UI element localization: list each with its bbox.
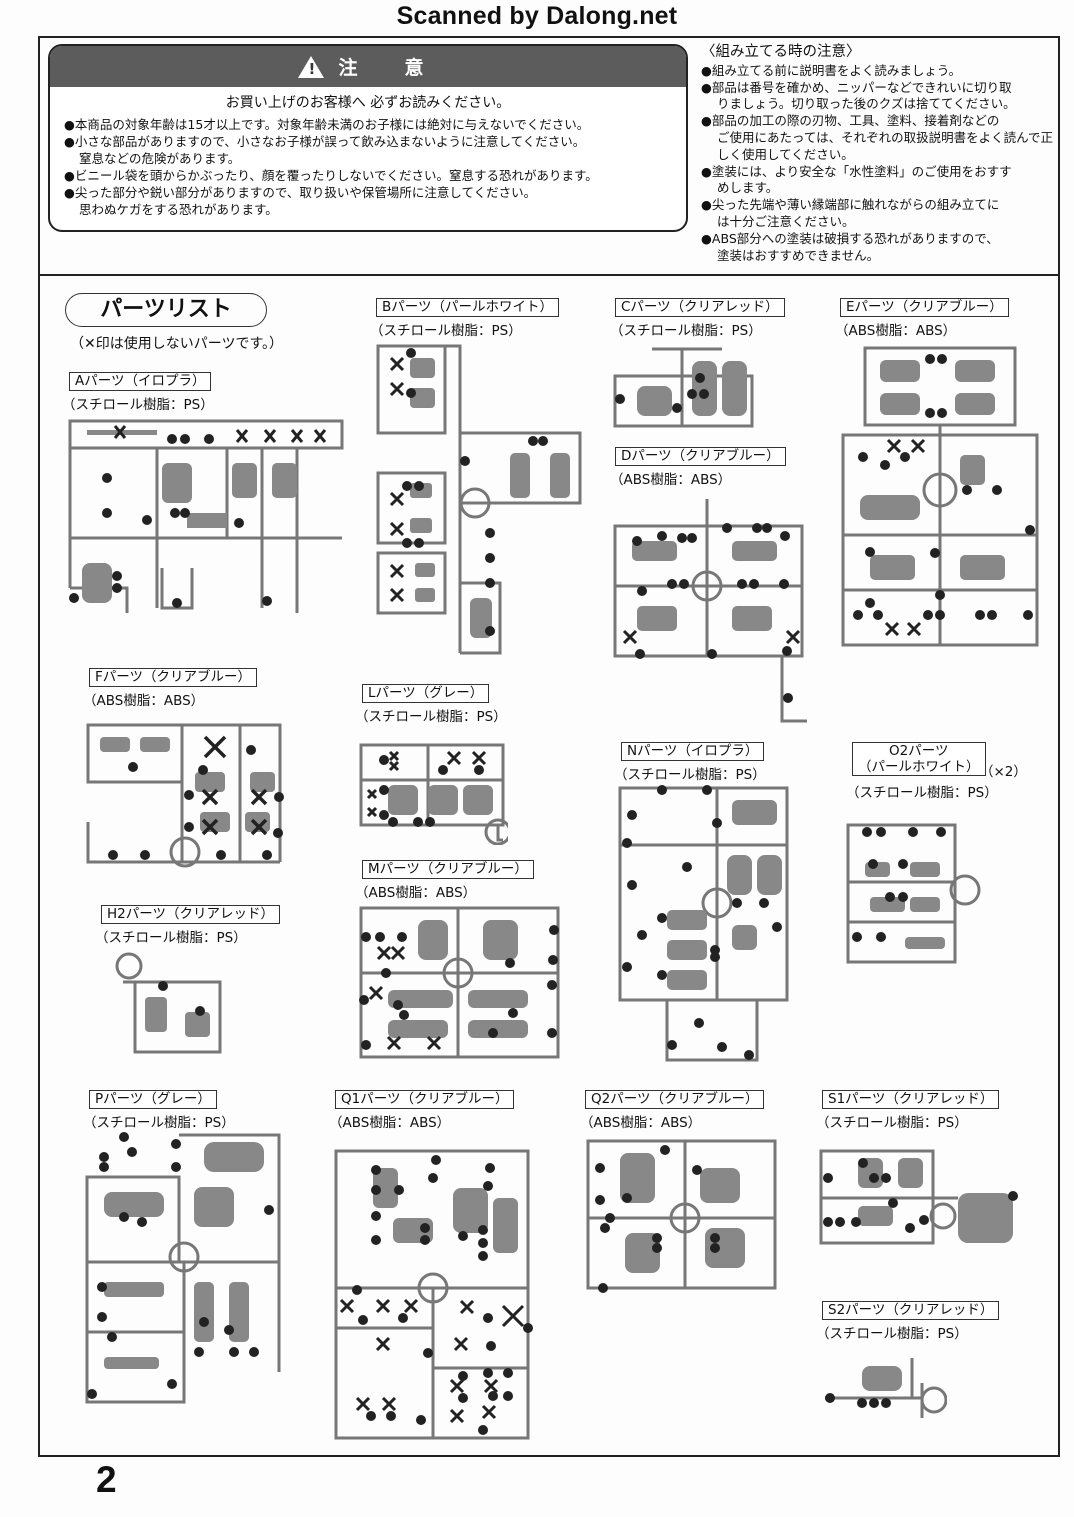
caution-box: 注 意 お買い上げのお客様へ 必ずお読みください。 ●本商品の対象年齢は15才以…: [48, 44, 688, 232]
page-frame: [38, 36, 1060, 1457]
sprue-multiplier-o2: （×2）: [980, 764, 1027, 780]
sprue-diagram-o2: [845, 822, 1000, 972]
note-item: ●部品の加工の際の刃物、工具、塗料、接着剤などのご使用にあたっては、それぞれの取…: [701, 113, 1053, 163]
assembly-notes-heading: 〈組み立てる時の注意〉: [701, 44, 861, 60]
sprue-label-q2: Q2パーツ（クリアブルー）: [585, 1090, 765, 1109]
note-item: ●尖った先端や薄い縁端部に触れながらの組み立てには十分ご注意ください。: [701, 197, 1053, 231]
note-item: ●ABS部分への塗装は破損する恐れがありますので、塗装はおすすめできません。: [701, 231, 1053, 265]
sprue-material-l: （スチロール樹脂：PS）: [355, 709, 507, 725]
sprue-label-e: Eパーツ（クリアブルー）: [840, 298, 1009, 317]
note-text: ●組み立てる前に説明書をよく読みましょう。: [701, 62, 962, 78]
caution-subtitle: お買い上げのお客様へ 必ずお読みください。: [225, 95, 511, 111]
sprue-diagram-a: [67, 418, 347, 618]
sprue-material-f: （ABS樹脂：ABS）: [83, 693, 205, 709]
sprue-label-o2-line2: （パールホワイト）: [858, 759, 980, 775]
note-text-cont: ご使用にあたっては、それぞれの取扱説明書をよく読んで正しく使用してください。: [717, 129, 1054, 162]
assembly-notes: 〈組み立てる時の注意〉 ●組み立てる前に説明書をよく読みましょう。 ●部品は番号…: [701, 44, 1053, 264]
note-text-cont: めします。: [717, 180, 779, 196]
sprue-label-a: Aパーツ（イロプラ）: [69, 372, 212, 391]
note-item: ●塗装には、より安全な「水性塗料」のご使用をおすすめします。: [701, 164, 1053, 198]
sprue-diagram-e: [840, 345, 1040, 650]
parts-list-title: パーツリスト: [65, 293, 267, 327]
caution-text: ●小さな部品がありますので、小さなお子様が誤って飲み込まないように注意してくださ…: [64, 134, 586, 149]
sprue-material-h2: （スチロール樹脂：PS）: [95, 930, 247, 946]
note-text: ●尖った先端や薄い縁端部に触れながらの組み立てに: [701, 197, 1000, 213]
sprue-label-p: Pパーツ（グレー）: [89, 1090, 217, 1109]
sprue-label-q1: Q1パーツ（クリアブルー）: [335, 1090, 515, 1109]
note-text: ●部品は番号を確かめ、ニッパーなどできれいに切り取: [701, 79, 1012, 95]
sprue-diagram-s1: [818, 1148, 1023, 1248]
sprue-diagram-l: [358, 740, 508, 845]
parts-list-note: （✕印は使用しないパーツです。）: [70, 336, 284, 352]
note-item: ●部品は番号を確かめ、ニッパーなどできれいに切り取りましょう。切り取った後のクズ…: [701, 80, 1053, 114]
note-text-cont: 塗装はおすすめできません。: [717, 247, 880, 263]
caution-item: ●本商品の対象年齢は15才以上です。対象年齢未満のお子様には絶対に与えないでくだ…: [64, 116, 686, 133]
sprue-label-n: Nパーツ（イロプラ）: [621, 742, 765, 761]
sprue-material-o2: （スチロール樹脂：PS）: [846, 785, 998, 801]
sprue-diagram-m: [358, 905, 563, 1063]
caution-text-cont: 窒息などの危険があります。: [79, 151, 241, 166]
sprue-diagram-c: [612, 346, 757, 431]
sprue-label-o2: O2パーツ （パールホワイト）: [852, 742, 986, 776]
caution-text: ●本商品の対象年齢は15才以上です。対象年齢未満のお子様には絶対に与えないでくだ…: [64, 117, 590, 132]
caution-text: ●ビニール袋を頭からかぶったり、顔を覆ったりしないでください。窒息する恐れがあり…: [64, 168, 598, 183]
sprue-diagram-d: [612, 496, 812, 726]
note-text: ●塗装には、より安全な「水性塗料」のご使用をおすす: [701, 163, 1012, 179]
sprue-material-e: （ABS樹脂：ABS）: [835, 323, 957, 339]
sprue-label-m: Mパーツ（クリアブルー）: [362, 860, 534, 879]
caution-item: ●尖った部分や鋭い部分がありますので、取り扱いや保管場所に注意してください。思わ…: [64, 184, 686, 218]
sprue-label-h2: H2パーツ（クリアレッド）: [101, 905, 280, 924]
sprue-material-m: （ABS樹脂：ABS）: [355, 885, 477, 901]
sprue-material-b: （スチロール樹脂：PS）: [370, 323, 522, 339]
sprue-label-b: Bパーツ（パールホワイト）: [376, 298, 559, 317]
sprue-diagram-h2: [115, 952, 225, 1057]
sprue-material-n: （スチロール樹脂：PS）: [614, 767, 766, 783]
sprue-diagram-b: [375, 343, 585, 661]
page-number: 2: [96, 1459, 117, 1500]
scanned-by-header: Scanned by Dalong.net: [396, 2, 678, 30]
sprue-diagram-q1: [333, 1148, 533, 1441]
sprue-material-q1: （ABS樹脂：ABS）: [329, 1115, 451, 1131]
note-text-cont: りましょう。切り取った後のクズは捨ててください。: [717, 96, 1016, 112]
sprue-material-d: （ABS樹脂：ABS）: [610, 472, 732, 488]
top-separator: [38, 274, 1060, 276]
sprue-material-a: （スチロール樹脂：PS）: [62, 397, 214, 413]
sprue-material-c: （スチロール樹脂：PS）: [610, 323, 762, 339]
sprue-diagram-n: [617, 785, 792, 1063]
sprue-label-s1: S1パーツ（クリアレッド）: [822, 1090, 1000, 1109]
sprue-label-l: Lパーツ（グレー）: [362, 684, 490, 703]
sprue-material-p: （スチロール樹脂：PS）: [83, 1115, 235, 1131]
caution-item: ●小さな部品がありますので、小さなお子様が誤って飲み込まないように注意してくださ…: [64, 133, 686, 167]
sprue-label-c: Cパーツ（クリアレッド）: [615, 298, 785, 317]
sprue-diagram-q2: [585, 1138, 780, 1303]
sprue-label-f: Fパーツ（クリアブルー）: [89, 668, 257, 687]
note-text: ●ABS部分への塗装は破損する恐れがありますので、: [701, 230, 999, 246]
caution-title: 注 意: [338, 57, 438, 79]
sprue-material-s2: （スチロール樹脂：PS）: [816, 1326, 968, 1342]
sprue-label-s2: S2パーツ（クリアレッド）: [822, 1301, 1000, 1320]
caution-item: ●ビニール袋を頭からかぶったり、顔を覆ったりしないでください。窒息する恐れがあり…: [64, 167, 686, 184]
note-item: ●組み立てる前に説明書をよく読みましょう。: [701, 63, 1053, 80]
sprue-diagram-p: [84, 1132, 284, 1407]
sprue-material-q2: （ABS樹脂：ABS）: [580, 1115, 702, 1131]
caution-text: ●尖った部分や鋭い部分がありますので、取り扱いや保管場所に注意してください。: [64, 185, 537, 200]
warning-icon: [298, 55, 325, 78]
sprue-diagram-s2: [822, 1348, 947, 1423]
note-text-cont: は十分ご注意ください。: [717, 213, 855, 229]
sprue-diagram-f: [85, 722, 285, 892]
sprue-label-d: Dパーツ（クリアブルー）: [615, 447, 786, 466]
caution-text-cont: 思わぬケガをする恐れがあります。: [79, 202, 278, 217]
caution-list: ●本商品の対象年齢は15才以上です。対象年齢未満のお子様には絶対に与えないでくだ…: [50, 116, 686, 218]
sprue-material-s1: （スチロール樹脂：PS）: [816, 1115, 968, 1131]
note-text: ●部品の加工の際の刃物、工具、塗料、接着剤などの: [701, 113, 1000, 129]
sprue-label-o2-line1: O2パーツ: [889, 743, 949, 759]
caution-header: 注 意: [50, 46, 686, 87]
